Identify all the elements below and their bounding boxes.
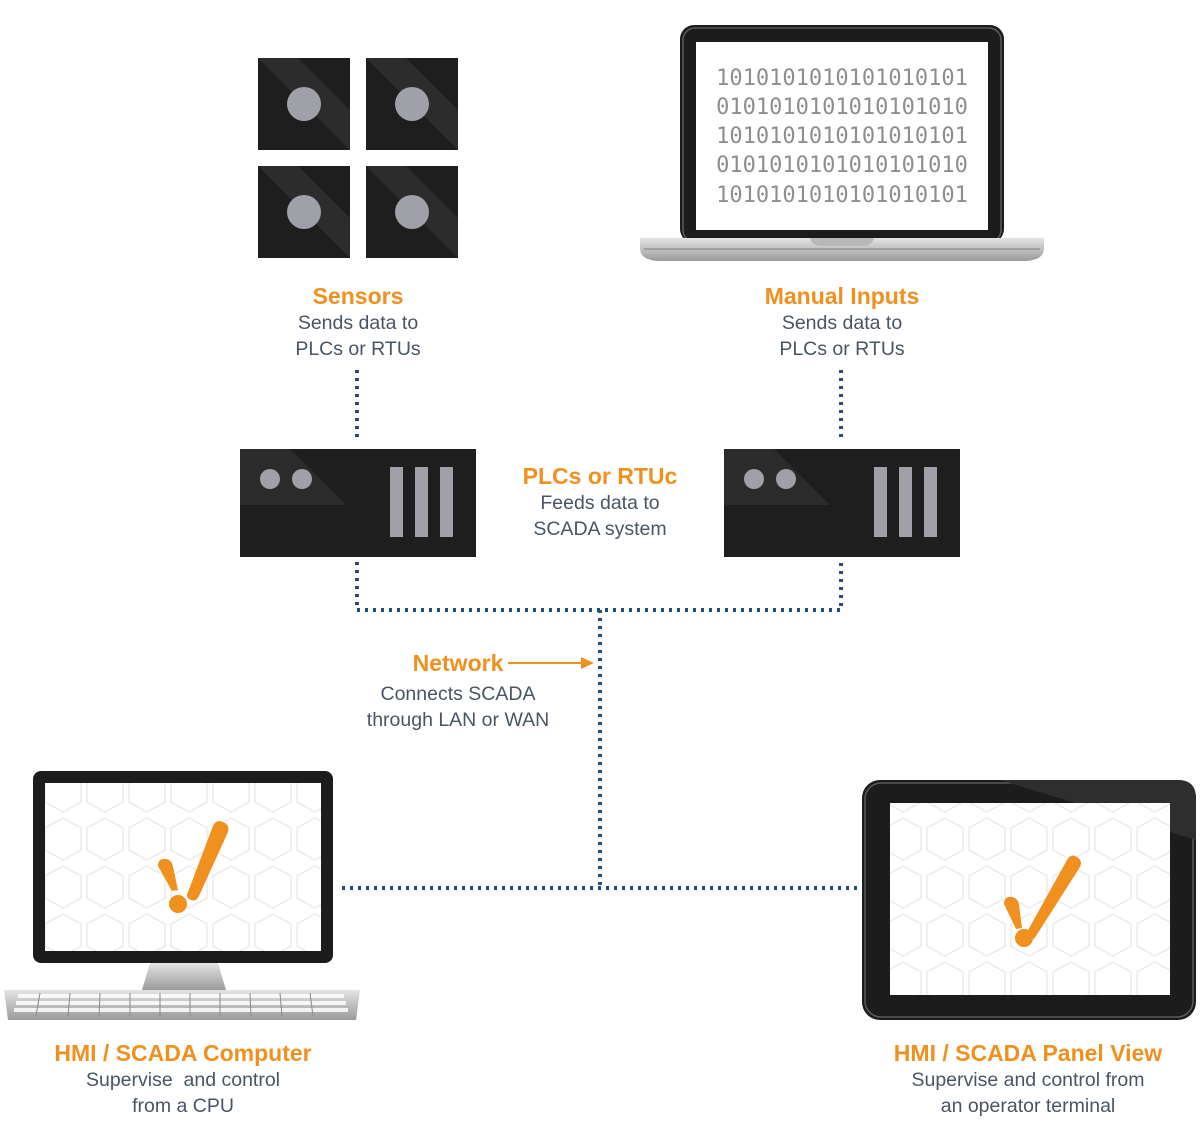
sensor-grid-icon bbox=[258, 58, 458, 258]
network-title-label: Network bbox=[378, 649, 538, 677]
manual-inputs-desc-line: Sends data to bbox=[781, 312, 903, 334]
plcs-title: PLCs or RTUc bbox=[522, 463, 678, 489]
laptop-icon: 1010101010101010101 0101010101010101010 … bbox=[640, 25, 1044, 261]
network-arrow bbox=[508, 657, 594, 669]
alert-logo-icon bbox=[158, 821, 229, 913]
plcs-desc-line: Feeds data to bbox=[540, 492, 660, 514]
laptop-binary-line: 1010101010101010101 bbox=[716, 124, 968, 149]
alert-logo-icon bbox=[1004, 855, 1081, 947]
sensor-tile bbox=[366, 166, 458, 258]
manual-inputs-label: Manual Inputs Sends data to PLCs or RTUs bbox=[692, 282, 992, 362]
network-desc-line: Connects SCADA bbox=[380, 683, 536, 705]
desktop-computer-icon bbox=[4, 771, 360, 1020]
laptop-binary-line: 0101010101010101010 bbox=[716, 95, 968, 120]
manual-inputs-title: Manual Inputs bbox=[764, 283, 920, 309]
manual-inputs-description: Sends data to PLCs or RTUs bbox=[692, 310, 992, 362]
connector-lines bbox=[342, 370, 858, 890]
hmi-panel-label: HMI / SCADA Panel View Supervise and con… bbox=[858, 1039, 1198, 1119]
network-title: Network bbox=[412, 650, 504, 676]
sensors-desc-line: PLCs or RTUs bbox=[295, 338, 421, 360]
network-desc-line: through LAN or WAN bbox=[366, 709, 550, 731]
hmi-computer-title: HMI / SCADA Computer bbox=[54, 1040, 312, 1066]
plcs-label: PLCs or RTUc Feeds data to SCADA system bbox=[480, 462, 720, 542]
hmi-panel-desc-line: Supervise and control from bbox=[911, 1069, 1145, 1091]
laptop-binary-line: 1010101010101010101 bbox=[716, 66, 968, 91]
hmi-computer-desc-line: from a CPU bbox=[132, 1095, 234, 1117]
laptop-binary-line: 1010101010101010101 bbox=[716, 183, 968, 208]
plcs-desc-line: SCADA system bbox=[533, 518, 667, 540]
plcs-description: Feeds data to SCADA system bbox=[480, 490, 720, 542]
hmi-computer-label: HMI / SCADA Computer Supervise and contr… bbox=[18, 1039, 348, 1119]
tablet-panel-icon bbox=[862, 780, 1196, 1020]
plc-server-icon bbox=[724, 449, 960, 557]
plc-server-icon bbox=[240, 449, 476, 557]
sensors-label: Sensors Sends data to PLCs or RTUs bbox=[208, 282, 508, 362]
network-description: Connects SCADA through LAN or WAN bbox=[328, 681, 588, 733]
manual-inputs-desc-line: PLCs or RTUs bbox=[779, 338, 905, 360]
sensors-description: Sends data to PLCs or RTUs bbox=[208, 310, 508, 362]
sensor-tile bbox=[258, 166, 350, 258]
laptop-binary-line: 0101010101010101010 bbox=[716, 153, 968, 178]
sensor-tile bbox=[366, 58, 458, 150]
sensors-desc-line: Sends data to bbox=[297, 312, 419, 334]
hmi-panel-description: Supervise and control from an operator t… bbox=[858, 1067, 1198, 1119]
hmi-computer-description: Supervise and control from a CPU bbox=[18, 1067, 348, 1119]
sensors-title: Sensors bbox=[312, 283, 404, 309]
sensor-tile bbox=[258, 58, 350, 150]
hmi-computer-desc-line: Supervise and control bbox=[85, 1069, 281, 1091]
hmi-panel-title: HMI / SCADA Panel View bbox=[893, 1040, 1163, 1066]
hmi-panel-desc-line: an operator terminal bbox=[940, 1095, 1116, 1117]
